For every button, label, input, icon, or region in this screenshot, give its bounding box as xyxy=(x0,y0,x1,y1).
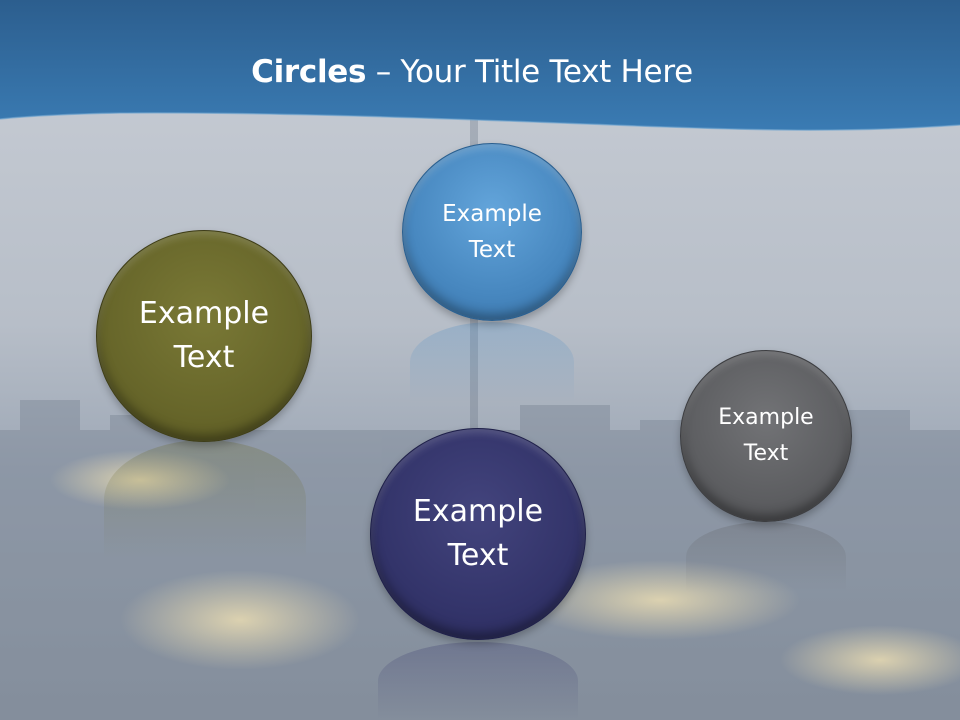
circle-blue-label: Example Text xyxy=(442,201,542,263)
circle-gray[interactable]: Example Text xyxy=(680,350,852,522)
circle-olive[interactable]: Example Text xyxy=(96,230,312,442)
circle-olive-label: Example Text xyxy=(138,296,270,375)
slide-title: Circles – Your Title Text Here xyxy=(0,54,944,90)
circle-gray-label: Example Text xyxy=(718,405,814,466)
title-bold: Circles xyxy=(251,54,367,90)
circle-navy[interactable]: Example Text xyxy=(370,428,586,640)
circle-navy-label: Example Text xyxy=(412,494,544,573)
circle-blue[interactable]: Example Text xyxy=(402,143,582,321)
title-rest: – Your Title Text Here xyxy=(366,54,693,90)
